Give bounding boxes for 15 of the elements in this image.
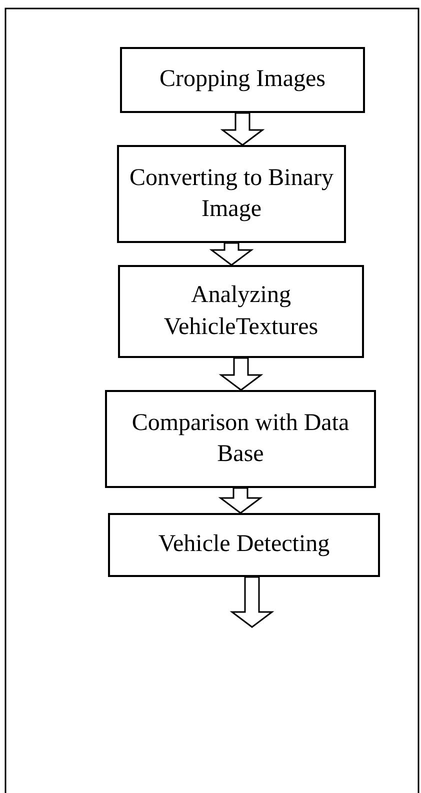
step-label: Analyzing VehicleTextures [162,281,320,342]
step-label: Vehicle Detecting [157,530,331,560]
block-arrow [218,487,263,514]
process-box [117,145,346,243]
process-box [118,265,364,358]
step-label: Comparison with Data Base [130,408,350,469]
process-box [120,47,365,113]
step-label: Cropping Images [158,65,326,94]
block-arrow [209,242,254,266]
block-arrow [218,357,264,391]
block-arrow [220,112,265,146]
process-box [105,390,376,488]
step-label: Converting to Binary Image [128,164,334,224]
process-box [108,513,380,577]
block-arrow [230,576,274,628]
